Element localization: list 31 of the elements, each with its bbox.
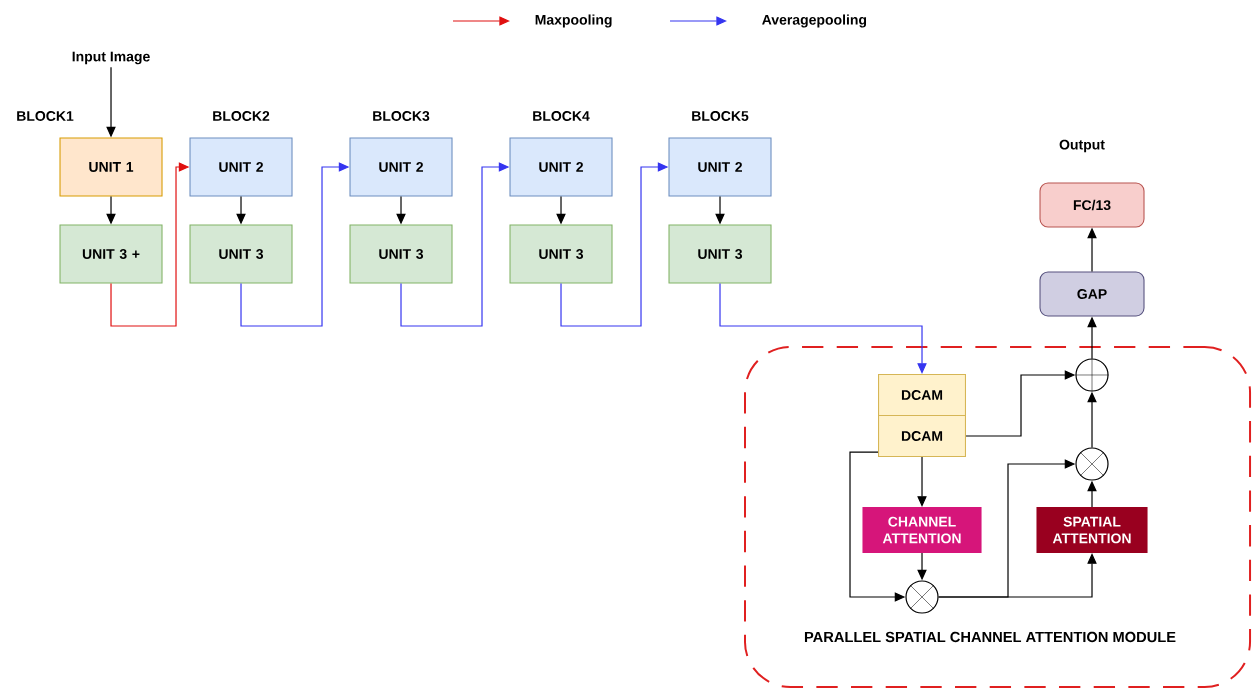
unit-box: UNIT 2 — [189, 137, 293, 197]
block-label: BLOCK1 — [17, 111, 74, 121]
arrow — [938, 553, 1097, 598]
legend-label: Maxpooling — [535, 14, 612, 28]
block-label: BLOCK2 — [213, 111, 270, 121]
layer-box: GAP — [1039, 271, 1145, 317]
output-label: Output — [1059, 139, 1105, 153]
unit-box: UNIT 3 — [349, 224, 453, 284]
arrow — [719, 282, 927, 374]
unit-box: UNIT 2 — [349, 137, 453, 197]
layer-box: FC/13 — [1039, 182, 1145, 228]
block-label: BLOCK4 — [533, 111, 590, 121]
module-box: DCAM — [878, 414, 966, 458]
add-symbol — [1075, 358, 1109, 392]
legend-label: Averagepooling — [762, 14, 867, 28]
unit-box: UNIT 3 — [189, 224, 293, 284]
unit-box: UNIT 3 — [509, 224, 613, 284]
unit-box: UNIT 3 — [668, 224, 772, 284]
arrow — [917, 456, 927, 507]
unit-box: UNIT 3 + — [59, 224, 163, 284]
input-label: Input Image — [72, 51, 150, 65]
attention-box: SPATIAL ATTENTION — [1036, 506, 1148, 554]
multiply-symbol — [1075, 447, 1109, 481]
unit-box: UNIT 2 — [668, 137, 772, 197]
block-label: BLOCK5 — [692, 111, 749, 121]
module-box: DCAM — [878, 373, 966, 417]
multiply-symbol — [905, 580, 939, 614]
attention-box: CHANNEL ATTENTION — [862, 506, 982, 554]
unit-box: UNIT 1 — [59, 137, 163, 197]
block-label: BLOCK3 — [373, 111, 430, 121]
unit-box: UNIT 2 — [509, 137, 613, 197]
